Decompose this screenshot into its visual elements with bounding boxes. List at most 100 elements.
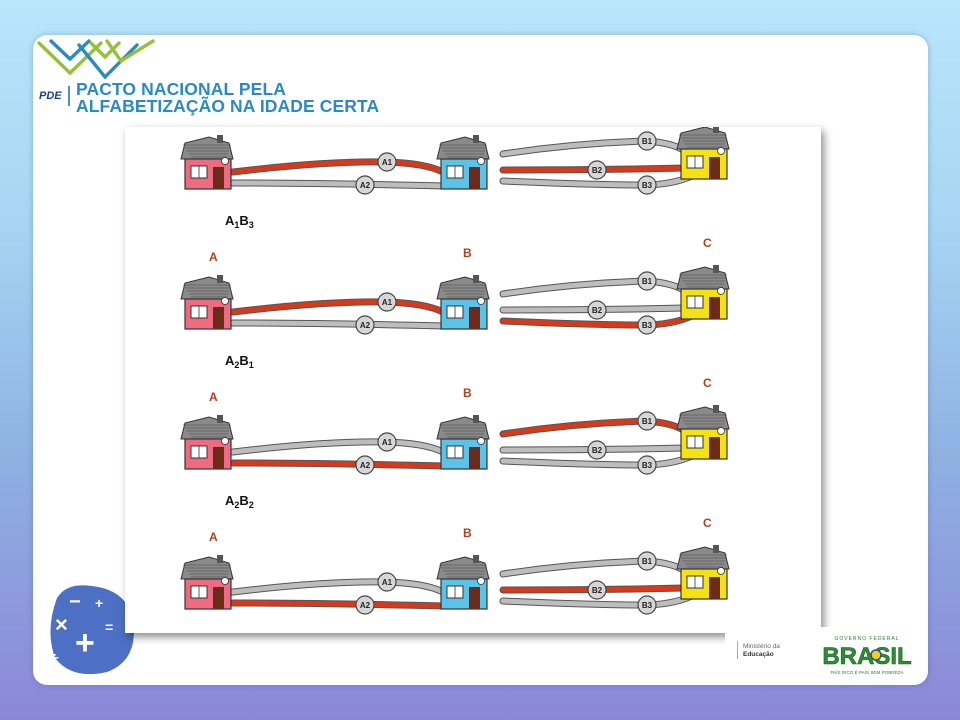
road-a2 — [230, 600, 448, 609]
road-badge — [377, 572, 397, 592]
house-c-round-window — [717, 427, 725, 435]
house-c-door — [709, 437, 720, 459]
road-badge — [637, 595, 657, 615]
brasil-flag-globe-icon — [870, 649, 882, 661]
house-c-chimney — [713, 405, 719, 413]
house-c — [676, 265, 730, 320]
road-label: B3 — [642, 181, 653, 190]
road-badge — [355, 455, 375, 475]
road-badge — [637, 411, 657, 431]
house-a-chimney — [217, 135, 223, 143]
house-a-door — [213, 587, 224, 609]
road-label: B2 — [592, 586, 603, 595]
road-label: B3 — [642, 601, 653, 610]
road-label: B3 — [642, 461, 653, 470]
road-badge — [587, 440, 607, 460]
road-badge — [637, 175, 657, 195]
house-b-door — [469, 447, 480, 469]
governo-federal-text: GOVERNO FEDERAL — [834, 636, 899, 642]
house-label: C — [703, 376, 712, 390]
caption-letter: B — [239, 213, 248, 228]
slide-card: PDE PACTO NACIONAL PELA ALFABETIZAÇÃO NA… — [33, 35, 928, 685]
caption-subscript: 3 — [249, 220, 254, 230]
house-c-round-window — [717, 567, 725, 575]
logo-separator — [68, 86, 70, 106]
road-badge — [377, 292, 397, 312]
brasil-wordmark: BRASIL — [822, 643, 911, 670]
caption-letter: B — [239, 493, 248, 508]
house-a — [180, 555, 234, 610]
house-label: A — [209, 530, 218, 544]
road-b1 — [500, 278, 688, 297]
brasil-slogan: PAÍS RICO É PAÍS SEM POBREZA — [830, 669, 904, 675]
math-operations-icon: − + × = + ÷ — [50, 585, 134, 675]
house-c-round-window — [717, 287, 725, 295]
road-label: B2 — [592, 306, 603, 315]
house-a-chimney — [217, 555, 223, 563]
house-b-round-window — [477, 297, 485, 305]
house-c-door — [709, 297, 720, 319]
house-b — [436, 555, 490, 610]
house-b-chimney — [473, 135, 479, 143]
road-badge — [637, 455, 657, 475]
house-label: A — [209, 390, 218, 404]
math-symbol: × — [55, 612, 68, 637]
house-a-round-window — [221, 437, 229, 445]
ministerio-educacao-logo: Ministério da Educação — [743, 643, 780, 659]
house-a-chimney — [217, 275, 223, 283]
road-label: A2 — [360, 601, 371, 610]
house-a — [180, 415, 234, 470]
page-title: PACTO NACIONAL PELA ALFABETIZAÇÃO NA IDA… — [76, 80, 379, 115]
math-symbol: + — [75, 624, 95, 662]
road-badge — [637, 271, 657, 291]
house-label: C — [703, 516, 712, 530]
house-a-round-window — [221, 297, 229, 305]
road-label: A1 — [382, 578, 393, 587]
pde-logo-icon — [37, 39, 155, 80]
house-c — [676, 545, 730, 600]
house-b-door — [469, 167, 480, 189]
road-badge — [377, 432, 397, 452]
house-a-round-window — [221, 157, 229, 165]
house-b — [436, 135, 490, 190]
house-c-door — [709, 577, 720, 599]
house-a-round-window — [221, 577, 229, 585]
road-label: A1 — [382, 438, 393, 447]
road-badge — [587, 160, 607, 180]
road-a2 — [230, 320, 448, 329]
house-a-door — [213, 447, 224, 469]
caption-subscript: 1 — [249, 360, 254, 370]
caption-subscript: 2 — [234, 500, 239, 510]
road-b1 — [500, 138, 688, 157]
house-b-round-window — [477, 437, 485, 445]
footer-separator — [737, 641, 738, 659]
road-label: A2 — [360, 321, 371, 330]
caption-letter: A — [225, 353, 235, 368]
house-b — [436, 275, 490, 330]
road-b1 — [500, 558, 688, 577]
house-a-chimney — [217, 415, 223, 423]
house-b-door — [469, 587, 480, 609]
road-a2 — [230, 180, 448, 189]
house-label: A — [209, 250, 218, 264]
math-symbol: = — [105, 619, 113, 635]
road-badge — [587, 300, 607, 320]
house-b-round-window — [477, 157, 485, 165]
house-label: B — [463, 386, 472, 400]
road-badge — [637, 315, 657, 335]
road-label: B3 — [642, 321, 653, 330]
road-label: B2 — [592, 166, 603, 175]
pde-label: PDE — [39, 90, 62, 102]
house-b — [436, 415, 490, 470]
combination-caption: A2B2 — [225, 493, 254, 510]
combination-caption: A2B1 — [225, 353, 254, 370]
road-badge — [355, 175, 375, 195]
combination-caption: A1B3 — [225, 213, 254, 230]
caption-letter: A — [225, 213, 235, 228]
ministerio-line-1: Ministério da — [743, 643, 780, 650]
